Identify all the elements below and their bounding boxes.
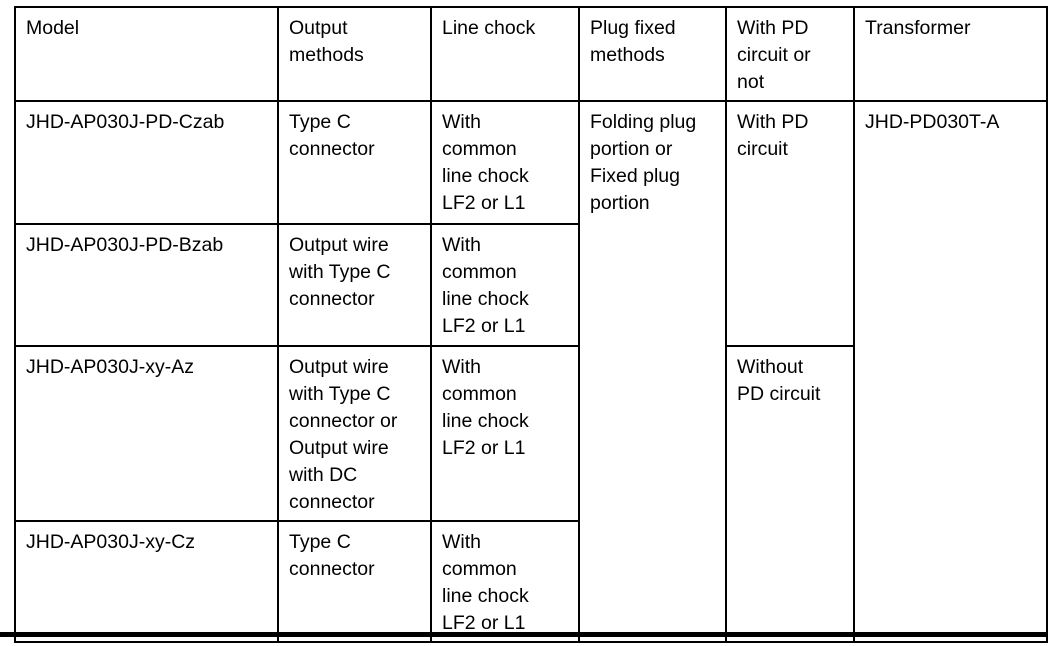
cell-model-2: JHD-AP030J-PD-Bzab xyxy=(14,223,279,347)
cell-output-method-2: Output wire with Type C connector xyxy=(277,223,432,347)
cell-without-pd-circuit: Without PD circuit xyxy=(725,345,855,643)
cell-line-chock-4: With common line chock LF2 or L1 xyxy=(430,520,580,643)
col-header-model: Model xyxy=(14,6,279,102)
cell-model-4: JHD-AP030J-xy-Cz xyxy=(14,520,279,643)
table-row-1: JHD-AP030J-PD-Czab Type C connector With… xyxy=(14,100,1048,643)
col-header-plug-fixed-methods: Plug fixed methods xyxy=(578,6,727,102)
cell-line-chock-3: With common line chock LF2 or L1 xyxy=(430,345,580,522)
cell-line-chock-1: With common line chock LF2 or L1 xyxy=(430,100,580,225)
col-header-output-methods: Output methods xyxy=(277,6,432,102)
cell-output-method-3: Output wire with Type C connector or Out… xyxy=(277,345,432,522)
cell-with-pd-circuit: With PD circuit xyxy=(725,100,855,347)
table-row-2: JHD-AP030J-PD-Bzab Output wire with Type… xyxy=(14,223,1047,347)
cell-model-3: JHD-AP030J-xy-Az xyxy=(14,345,279,522)
col-header-line-chock: Line chock xyxy=(430,6,580,102)
cell-plug-fixed-methods: Folding plug portion or Fixed plug porti… xyxy=(578,100,727,643)
col-header-pd-circuit: With PD circuit or not xyxy=(725,6,855,102)
cell-line-chock-2: With common line chock LF2 or L1 xyxy=(430,223,580,347)
page-bottom-rule xyxy=(0,632,1048,637)
cell-transformer: JHD-PD030T-A xyxy=(853,100,1048,643)
cell-output-method-4: Type C connector xyxy=(277,520,432,643)
adapter-spec-table: Model Output methods Line chock Plug fix… xyxy=(14,6,1048,643)
col-header-transformer: Transformer xyxy=(853,6,1048,102)
cell-model-1: JHD-AP030J-PD-Czab xyxy=(14,100,279,225)
table-row-3: JHD-AP030J-xy-Az Output wire with Type C… xyxy=(14,345,1047,643)
header-row: Model Output methods Line chock Plug fix… xyxy=(14,6,1048,102)
table-row-4: JHD-AP030J-xy-Cz Type C connector With c… xyxy=(14,520,1047,643)
cell-output-method-1: Type C connector xyxy=(277,100,432,225)
